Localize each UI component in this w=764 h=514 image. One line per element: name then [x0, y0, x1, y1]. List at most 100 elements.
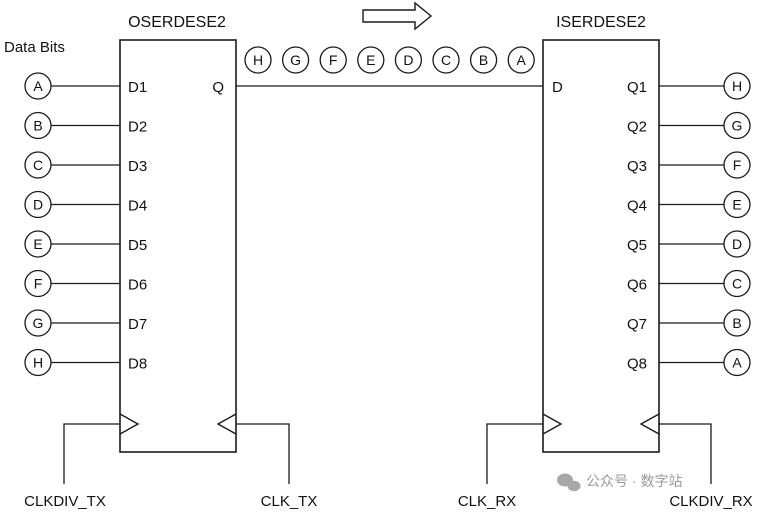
serial-bit-1: G — [281, 46, 310, 74]
oserdes-input-label-2: D3 — [128, 158, 147, 175]
output-bit-5-letter: C — [732, 276, 742, 292]
oserdes-output-q-label: Q — [212, 79, 224, 96]
output-bit-0: H — [723, 72, 751, 100]
serial-bit-1-circle — [281, 46, 310, 74]
serial-bit-4: D — [394, 46, 423, 74]
output-bit-3-letter: E — [732, 197, 741, 213]
output-bit-2-letter: F — [733, 157, 742, 173]
input-bit-0-letter: A — [33, 78, 43, 94]
oserdes-input-label-4: D5 — [128, 237, 147, 254]
oserdes-input-label-0: D1 — [128, 79, 147, 96]
wechat-icon — [557, 473, 581, 492]
input-bit-3-letter: D — [33, 197, 43, 213]
oserdes-input-label-7: D8 — [128, 356, 147, 373]
oserdes-title: OSERDESE2 — [128, 14, 226, 31]
iserdes-block — [542, 39, 660, 453]
clk-rx-label: CLK_RX — [458, 493, 516, 510]
serial-bit-0: H — [244, 46, 272, 74]
input-bit-6: G — [24, 309, 52, 337]
direction-arrow-icon — [362, 1, 433, 31]
serial-bit-2-letter: F — [329, 52, 338, 68]
serial-bit-4-letter: D — [403, 52, 413, 68]
oserdes-block — [119, 39, 237, 453]
output-bit-5: C — [723, 269, 751, 298]
output-bit-4: D — [723, 230, 751, 258]
serial-bit-3-letter: E — [366, 52, 375, 68]
input-bit-7-letter: H — [33, 355, 43, 371]
iserdes-clk-clock-triangle — [542, 413, 563, 435]
output-bit-6-letter: B — [732, 315, 741, 331]
input-bit-1-letter: B — [33, 118, 42, 134]
data-bits-label: Data Bits — [4, 39, 65, 56]
output-bit-0-letter: H — [732, 78, 742, 94]
output-bit-3: E — [723, 190, 751, 219]
serial-bit-4-circle — [394, 46, 423, 74]
iserdes-output-label-5: Q6 — [627, 277, 647, 294]
input-bit-2: C — [24, 151, 52, 179]
iserdes-output-label-3: Q4 — [627, 198, 647, 215]
serial-bit-6-circle — [469, 46, 498, 74]
oserdes-input-label-5: D6 — [128, 277, 147, 294]
iserdes-input-d-label: D — [552, 79, 563, 96]
oserdes-clkdiv-clock-triangle — [119, 413, 140, 435]
output-bit-2-circle — [723, 151, 751, 179]
serial-bit-7-letter: A — [517, 52, 527, 68]
iserdes-output-label-4: Q5 — [627, 237, 647, 254]
output-bit-5-circle — [723, 269, 751, 298]
input-bit-5: F — [24, 269, 52, 298]
oserdes-clk-clock-triangle — [216, 413, 237, 435]
output-bit-3-circle — [723, 190, 751, 219]
serial-bit-0-letter: H — [253, 52, 263, 68]
serial-bit-6: B — [469, 46, 498, 74]
clkdiv-rx-label: CLKDIV_RX — [669, 493, 752, 510]
oserdes-input-label-3: D4 — [128, 198, 147, 215]
serial-bit-1-letter: G — [290, 52, 301, 68]
watermark-text: 公众号 · 数字站 — [586, 473, 682, 489]
iserdes-clkdiv-clock-triangle — [639, 413, 660, 435]
output-bit-0-circle — [723, 72, 751, 100]
output-bit-2: F — [723, 151, 751, 179]
iserdes-output-label-7: Q8 — [627, 356, 647, 373]
output-bit-1-circle — [723, 111, 751, 140]
output-bit-7-letter: A — [732, 355, 742, 371]
iserdes-output-label-0: Q1 — [627, 79, 647, 96]
output-bit-4-circle — [723, 230, 751, 258]
input-bit-2-letter: C — [33, 157, 43, 173]
output-bit-6-circle — [723, 309, 751, 337]
clkdiv-rx-wire — [659, 423, 712, 484]
watermark: 公众号 · 数字站 — [557, 473, 682, 492]
serial-bit-5: C — [432, 46, 460, 74]
serial-bit-7: A — [507, 46, 535, 74]
output-bit-7: A — [723, 348, 751, 377]
input-bit-5-letter: F — [34, 276, 43, 292]
serial-bit-5-letter: C — [441, 52, 451, 68]
input-bit-1: B — [24, 111, 52, 140]
output-bit-1-letter: G — [732, 118, 743, 134]
clk-rx-wire — [486, 423, 543, 484]
clkdiv-tx-wire — [63, 423, 120, 484]
clkdiv-tx-label: CLKDIV_TX — [24, 493, 106, 510]
serial-bit-0-circle — [244, 46, 272, 74]
output-bit-7-circle — [723, 348, 751, 377]
input-bit-4-letter: E — [33, 236, 42, 252]
serial-bit-6-letter: B — [479, 52, 488, 68]
serial-bit-5-circle — [432, 46, 460, 74]
output-bit-1: G — [723, 111, 751, 140]
input-bit-6-letter: G — [33, 315, 44, 331]
output-bit-rows: Q1 H Q2 G Q3 F Q4 E Q5 D Q6 C Q7 B Q8 A — [627, 72, 751, 377]
input-bit-0: A — [24, 72, 52, 100]
iserdes-output-label-6: Q7 — [627, 316, 647, 333]
serial-bit-7-circle — [507, 46, 535, 74]
iserdes-output-label-2: Q3 — [627, 158, 647, 175]
clk-tx-wire — [236, 423, 290, 484]
serial-bit-3-circle — [357, 46, 385, 74]
input-bit-4: E — [24, 230, 52, 258]
iserdes-title: ISERDESE2 — [556, 14, 646, 31]
iserdes-output-label-1: Q2 — [627, 119, 647, 136]
serial-bit-2: F — [319, 46, 347, 74]
oserdes-input-label-6: D7 — [128, 316, 147, 333]
output-bit-6: B — [723, 309, 751, 337]
